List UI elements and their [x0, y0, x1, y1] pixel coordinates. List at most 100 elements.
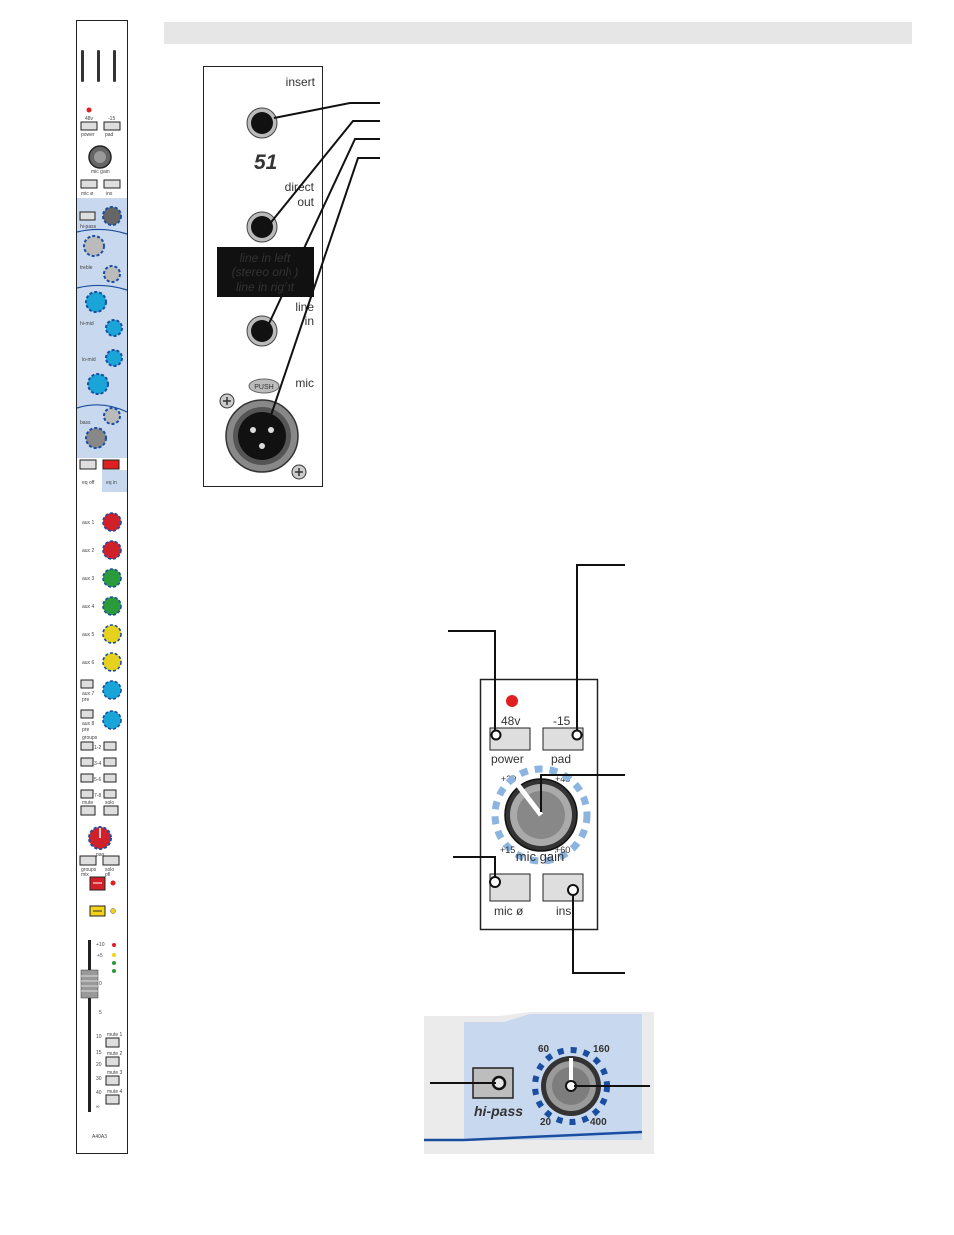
strip-label-mute-4: mute 4	[107, 1089, 123, 1095]
strip-label-solo-btn: solo	[105, 867, 114, 873]
solo-pfl-button	[102, 855, 120, 866]
strip-label-groups-btn: groups	[81, 867, 97, 873]
hipass-knob-detail-icon	[532, 1047, 610, 1125]
aux-3-knob-icon	[102, 568, 122, 588]
strip-label-mute-1: mute 1	[107, 1032, 123, 1038]
mute-group-3-button	[105, 1075, 120, 1086]
phase-leader-line	[453, 856, 496, 877]
meter-scale-40: 40	[96, 1090, 102, 1096]
strip-label-lomid: lo-mid	[82, 357, 96, 363]
hipass-button	[79, 211, 96, 221]
strip-slot	[113, 50, 116, 82]
mute-group-1-button	[105, 1037, 120, 1048]
aux-2-knob-icon	[102, 540, 122, 560]
strip-model: A40A3	[92, 1134, 107, 1140]
hipass-knob-icon	[102, 206, 122, 226]
stereo-text-3: line in right	[236, 280, 295, 294]
channel-strip: 48v -15 power pad mic gain mic ø ins hi-…	[76, 20, 128, 1154]
gain-leader-line	[540, 774, 625, 812]
solo-button	[103, 805, 119, 816]
header-bar	[164, 22, 912, 44]
strip-label-mic-phase: mic ø	[81, 191, 93, 197]
groups-mix-button	[79, 855, 97, 866]
meter-scale-10: 10	[96, 1034, 102, 1040]
mute-button	[80, 805, 96, 816]
pad-button	[103, 121, 121, 131]
strip-label-group-34: 3-4	[94, 761, 101, 767]
label-pad: pad	[551, 752, 571, 766]
strip-slot	[81, 50, 84, 82]
power-led-icon	[86, 107, 92, 113]
group-78-left-button	[80, 789, 94, 799]
strip-label-group-12: 1-2	[94, 745, 101, 751]
group-12-right-button	[103, 741, 117, 751]
mute-group-4-button	[105, 1094, 120, 1105]
meter-led-icon	[112, 953, 116, 957]
label-mic-gain: mic gain	[516, 849, 564, 864]
push-label: PUSH	[254, 384, 273, 391]
meter-scale-inf: ∞	[96, 1104, 100, 1110]
label-pad-value: -15	[553, 714, 571, 728]
strip-label-ins: ins	[106, 191, 113, 197]
aux-1-knob-icon	[102, 512, 122, 532]
fader-slot	[88, 940, 91, 1112]
treble-freq-knob-icon	[103, 265, 121, 283]
aux-knobs	[102, 512, 122, 730]
stereo-text-1: line in left	[240, 251, 291, 265]
power-leader-line	[448, 630, 496, 731]
label-scale-60: +60	[555, 845, 570, 855]
label-48v: 48v	[501, 714, 520, 728]
channel-number: 51	[254, 151, 277, 174]
meter-scale-5p: +5	[97, 953, 103, 959]
line-in-label-2: in	[305, 314, 314, 328]
strip-label-mute-2: mute 2	[107, 1051, 123, 1057]
hp-scale-160: 160	[593, 1044, 610, 1055]
phase-button	[80, 179, 98, 189]
meter-scale-10p: +10	[96, 942, 105, 948]
line-in-leader-line	[265, 138, 380, 331]
hp-scale-60: 60	[538, 1044, 550, 1055]
strip-label-hipass: hi-pass	[80, 224, 97, 230]
mic-label: mic	[295, 376, 314, 390]
group-34-left-button	[80, 757, 94, 767]
phantom-led-icon	[506, 695, 518, 707]
meter-scale-20: 20	[96, 1062, 102, 1068]
mic-section-detail: 48v -15 power pad +30 +45 +15 +60 mic ga…	[448, 564, 625, 974]
mic-leader-line	[264, 157, 380, 434]
hp-scale-20: 20	[540, 1117, 552, 1128]
group-56-right-button	[103, 773, 117, 783]
label-hipass: hi-pass	[474, 1103, 523, 1119]
direct-leader-line	[267, 120, 380, 227]
line-in-label-1: line	[295, 300, 314, 314]
xlr-connector-icon: PUSH	[219, 378, 307, 480]
strip-label-aux-4: aux 4	[82, 604, 94, 610]
aux-6-knob-icon	[102, 652, 122, 672]
eq-off-button	[79, 459, 97, 470]
strip-label-aux-8-pre: pre	[82, 727, 89, 733]
strip-label-pad-value: -15	[108, 116, 115, 122]
bass-freq-knob-icon	[103, 407, 121, 425]
lomid-freq-knob-icon	[105, 349, 123, 367]
aux-8-pre-button	[80, 709, 94, 719]
meter-scale-30: 30	[96, 1076, 102, 1082]
aux-7-knob-icon	[102, 680, 122, 700]
strip-label-group-78: 7-8	[94, 793, 101, 799]
ins-leader-line	[572, 894, 625, 974]
label-scale-45: +45	[555, 774, 570, 784]
meter-scale-5: 5	[99, 1010, 102, 1016]
aux-8-knob-icon	[102, 710, 122, 730]
stereo-text-2: (stereo only)	[232, 265, 299, 279]
mute-led-icon	[110, 880, 116, 886]
aux-78-pre-button	[80, 679, 94, 689]
eq-in-button	[102, 459, 120, 470]
group-56-left-button	[80, 773, 94, 783]
fader-cap-icon	[80, 969, 99, 999]
treble-gain-knob-icon	[83, 235, 105, 257]
rear-panel-diagram: insert 51 direct out line in left (stere…	[203, 66, 380, 487]
meter-scale-0: 0	[99, 981, 102, 987]
label-mic-phase: mic ø	[494, 904, 524, 918]
meter-led-icon	[112, 961, 116, 965]
strip-label-aux-7-pre: pre	[82, 697, 89, 703]
strip-label-mix-btn: mix	[81, 872, 89, 878]
label-ins: ins	[556, 904, 571, 918]
